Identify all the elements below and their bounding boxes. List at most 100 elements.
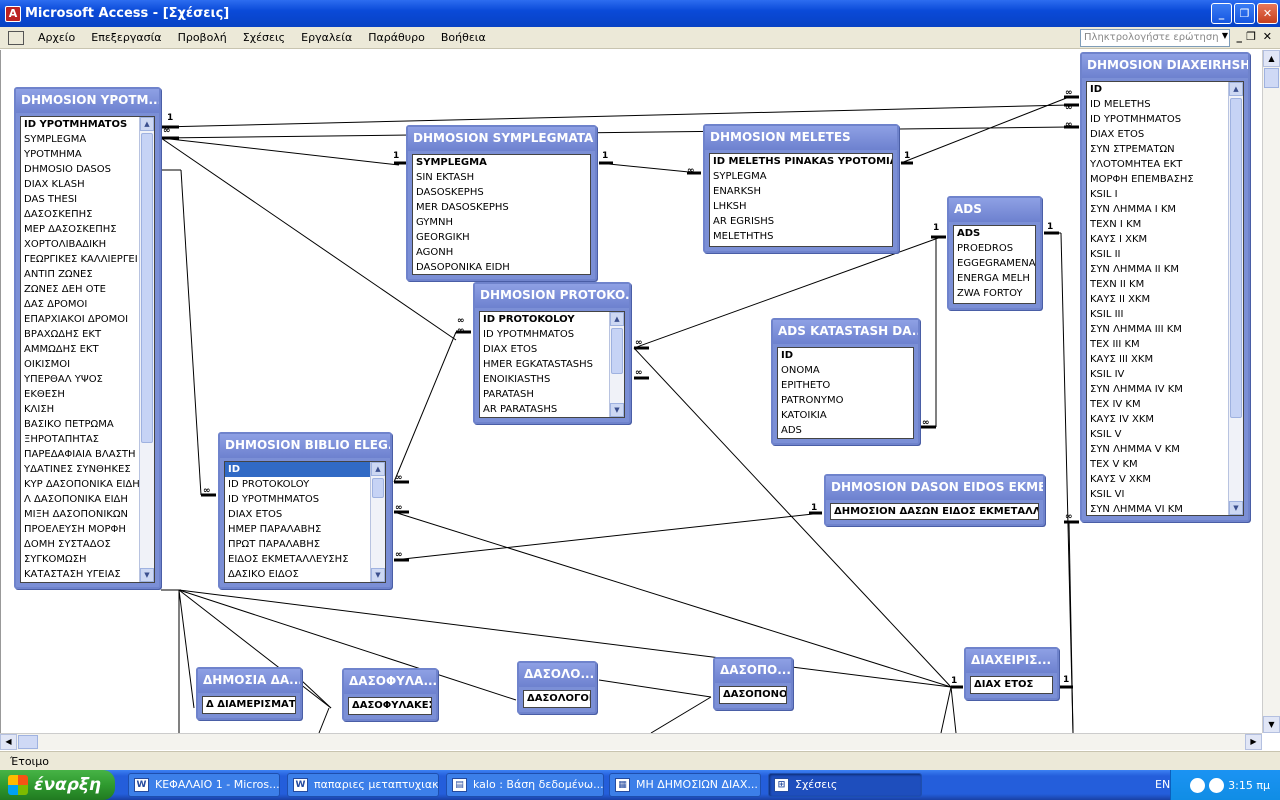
field-list[interactable]: ADS PROEDROS EGGEGRAMENA M ENERGA MELH Z… (953, 225, 1036, 304)
tray-icon[interactable] (1190, 777, 1206, 793)
field-item[interactable]: ΔΑΣ ΔΡΟΜΟΙ (24, 299, 88, 310)
table-title[interactable]: DHMOSION PROTOKO... (475, 284, 629, 308)
field-item[interactable]: ΣΥΝ ΛΗΜΜΑ III KM (1090, 324, 1182, 335)
field-item[interactable]: ID PROTOKOLOY (483, 314, 575, 325)
scroll-down-icon[interactable]: ▼ (1229, 501, 1243, 515)
field-item[interactable]: TEX V KM (1090, 459, 1138, 470)
table-title[interactable]: ΔΑΣΟΠΟ... (715, 659, 791, 683)
field-item[interactable]: KSIL III (1090, 309, 1124, 320)
field-item[interactable]: DASOSKEPHS (416, 187, 484, 198)
field-item[interactable]: ID YPOTMHMATOS (228, 494, 320, 505)
field-item[interactable]: SIN EKTASH (416, 172, 475, 183)
field-item[interactable]: ΔΑΣΙΚΟ ΕΙΔΟΣ (228, 569, 299, 580)
menu-file[interactable]: Αρχείο (38, 31, 76, 44)
scrollbar[interactable]: ▲▼ (609, 312, 624, 417)
field-item[interactable]: ID MELETHS (1090, 99, 1151, 110)
ask-dropdown-icon[interactable]: ▼ (1221, 31, 1228, 40)
field-item[interactable]: KATOIKIA (781, 410, 827, 421)
scroll-up-icon[interactable]: ▲ (1229, 82, 1243, 96)
field-item[interactable]: AGONH (416, 247, 454, 258)
field-item[interactable]: DASOPONIKA EIDH (416, 262, 510, 273)
table-title[interactable]: ADS KATASTASH DA... (773, 320, 918, 344)
field-item-selected[interactable]: ID (225, 462, 385, 477)
restore-button[interactable]: ❐ (1234, 3, 1255, 24)
field-item[interactable]: ID MELETHS PINAKAS YPOTOMIAS (713, 156, 892, 167)
table-title[interactable]: ΔΗΜΟΣΙΑ ΔΑ... (198, 669, 300, 693)
field-item[interactable]: GYMNH (416, 217, 453, 228)
field-item[interactable]: KSIL VI (1090, 489, 1125, 500)
field-item[interactable]: ΥΛΟΤΟΜΗΤΕΑ ΕΚΤ (1090, 159, 1183, 170)
table-dasologoi[interactable]: ΔΑΣΟΛΟ... ΔΑΣΟΛΟΓΟΙ (517, 661, 597, 714)
field-item[interactable]: ENOIKIASTHS (483, 374, 551, 385)
field-item[interactable]: ΠΡΩΤ ΠΑΡΑΛΑΒΗΣ (228, 539, 321, 550)
scroll-up-icon[interactable]: ▲ (610, 312, 624, 326)
field-item[interactable]: ΔΑΣΟΛΟΓΟΙ (527, 693, 590, 704)
field-item[interactable]: EPITHETO (781, 380, 831, 391)
table-title[interactable]: DHMOSION YPOTM... (16, 89, 159, 113)
mdi-close-icon[interactable]: ✕ (1262, 30, 1272, 43)
close-button[interactable]: ✕ (1257, 3, 1278, 24)
table-ads[interactable]: ADS ADS PROEDROS EGGEGRAMENA M ENERGA ME… (947, 196, 1042, 310)
field-item[interactable]: AR EGRISHS (713, 216, 775, 227)
field-list[interactable]: ID YPOTMHMATOS SYMPLEGMA ΥΡΟΤΜΗΜΑ DHMOSI… (20, 116, 155, 583)
table-title[interactable]: ΔΙΑΧΕΙΡΙΣ... (966, 649, 1057, 673)
table-dhmosion-dason-eidos[interactable]: DHMOSION DASON EIDOS EKME... ΔΗΜΟΣΙΟΝ ΔΑ… (824, 474, 1045, 526)
field-item[interactable]: SYMPLEGMA (416, 157, 487, 168)
field-item[interactable]: ΓΕΩΡΓΙΚΕΣ ΚΑΛΛΙΕΡΓΕΙ (24, 254, 138, 265)
scroll-down-icon[interactable]: ▼ (140, 568, 154, 582)
field-item[interactable]: SYPLEGMA (713, 171, 767, 182)
field-item[interactable]: ID YPOTMHMATOS (24, 119, 128, 130)
table-title[interactable]: ΔΑΣΟΛΟ... (519, 663, 595, 687)
field-list[interactable]: ID MELETHS PINAKAS YPOTOMIAS SYPLEGMA EN… (709, 153, 893, 247)
menu-window[interactable]: Παράθυρο (368, 31, 425, 44)
field-item[interactable]: ΗΜΕΡ ΠΑΡΑΛΑΒΗΣ (228, 524, 322, 535)
field-item[interactable]: ΔΗΜΟΣΙΟΝ ΔΑΣΩΝ ΕΙΔΟΣ ΕΚΜΕΤΑΛΛΕΥΣΗΣ (834, 506, 1038, 517)
mdi-restore-icon[interactable]: ❐ (1246, 30, 1256, 43)
field-item[interactable]: DIAX ETOS (1090, 129, 1145, 140)
field-item[interactable]: ΚΑΤΑΣΤΑΣΗ ΥΓΕΙΑΣ (24, 569, 121, 580)
field-item[interactable]: ΠΡΟΕΛΕΥΣΗ ΜΟΡΦΗ (24, 524, 126, 535)
taskbar-item-relationships[interactable]: ⊞Σχέσεις (768, 773, 922, 797)
table-dasoponoi[interactable]: ΔΑΣΟΠΟ... ΔΑΣΟΠΟΝΟΙ (713, 657, 793, 710)
field-item[interactable]: ENARKSH (713, 186, 762, 197)
field-item[interactable]: ΒΑΣΙΚΟ ΠΕΤΡΩΜΑ (24, 419, 114, 430)
field-item[interactable]: ΚΑΥΣ I XKM (1090, 234, 1148, 245)
table-dasofylakes[interactable]: ΔΑΣΟΦΥΛΑ... ΔΑΣΟΦΥΛΑΚΕΣ (342, 668, 438, 721)
field-item[interactable]: ΣΥΝ ΣΤΡΕΜΑΤΩΝ (1090, 144, 1175, 155)
table-title[interactable]: DHMOSION DASON EIDOS EKME... (826, 476, 1043, 500)
field-item[interactable]: KSIL I (1090, 189, 1118, 200)
scroll-down-icon[interactable]: ▼ (610, 403, 624, 417)
field-item[interactable]: ΚΑΥΣ IV XKM (1090, 414, 1155, 425)
field-item[interactable]: ΣΥΝ ΛΗΜΜΑ I KM (1090, 204, 1177, 215)
menu-view[interactable]: Προβολή (177, 31, 227, 44)
field-item[interactable]: ONOMA (781, 365, 820, 376)
field-list[interactable]: SYMPLEGMA SIN EKTASH DASOSKEPHS MER DASO… (412, 154, 591, 275)
field-item[interactable]: KSIL IV (1090, 369, 1125, 380)
menu-edit[interactable]: Επεξεργασία (91, 31, 162, 44)
field-item[interactable]: TEXN II KM (1090, 279, 1145, 290)
field-item[interactable]: ID YPOTMHMATOS (483, 329, 575, 340)
field-item[interactable]: ΠΑΡΕΔΑΦΙΑΙΑ ΒΛΑΣΤΗ (24, 449, 136, 460)
table-ads-katastash[interactable]: ADS KATASTASH DA... ID ONOMA EPITHETO PA… (771, 318, 920, 445)
scroll-right-icon[interactable]: ▶ (1245, 734, 1262, 750)
scrollbar[interactable]: ▲▼ (139, 117, 154, 582)
table-title[interactable]: DHMOSION MELETES (705, 126, 897, 150)
field-item[interactable]: ID YPOTMHMATOS (1090, 114, 1182, 125)
field-item[interactable]: ΣΥΝ ΛΗΜΜΑ VI KM (1090, 504, 1183, 515)
scroll-down-icon[interactable]: ▼ (1263, 716, 1280, 733)
table-dhmosion-biblio-elegxou[interactable]: DHMOSION BIBLIO ELEG... ID ID PROTOKOLOY… (218, 432, 392, 589)
table-title[interactable]: ADS (949, 198, 1040, 222)
field-item[interactable]: ΚΑΥΣ III XKM (1090, 354, 1154, 365)
field-item[interactable]: ΣΥΓΚΟΜΩΣΗ (24, 554, 87, 565)
field-item[interactable]: ΧΟΡΤΟΛΙΒΑΔΙΚΗ (24, 239, 107, 250)
field-item[interactable]: KSIL V (1090, 429, 1122, 440)
mdi-minimize-icon[interactable]: _ (1236, 30, 1243, 43)
menu-help[interactable]: Βοήθεια (440, 31, 486, 44)
field-list[interactable]: ΔΑΣΟΠΟΝΟΙ (719, 686, 787, 704)
field-item[interactable]: ΕΚΘΕΣΗ (24, 389, 65, 400)
field-list[interactable]: ID PROTOKOLOY ID YPOTMHMATOS DIAX ETOS H… (479, 311, 625, 418)
field-item[interactable]: HMER EGKATASTASHS (483, 359, 594, 370)
field-item[interactable]: TEX III KM (1090, 339, 1140, 350)
field-item[interactable]: ΔΟΜΗ ΣΥΣΤΑΔΟΣ (24, 539, 111, 550)
